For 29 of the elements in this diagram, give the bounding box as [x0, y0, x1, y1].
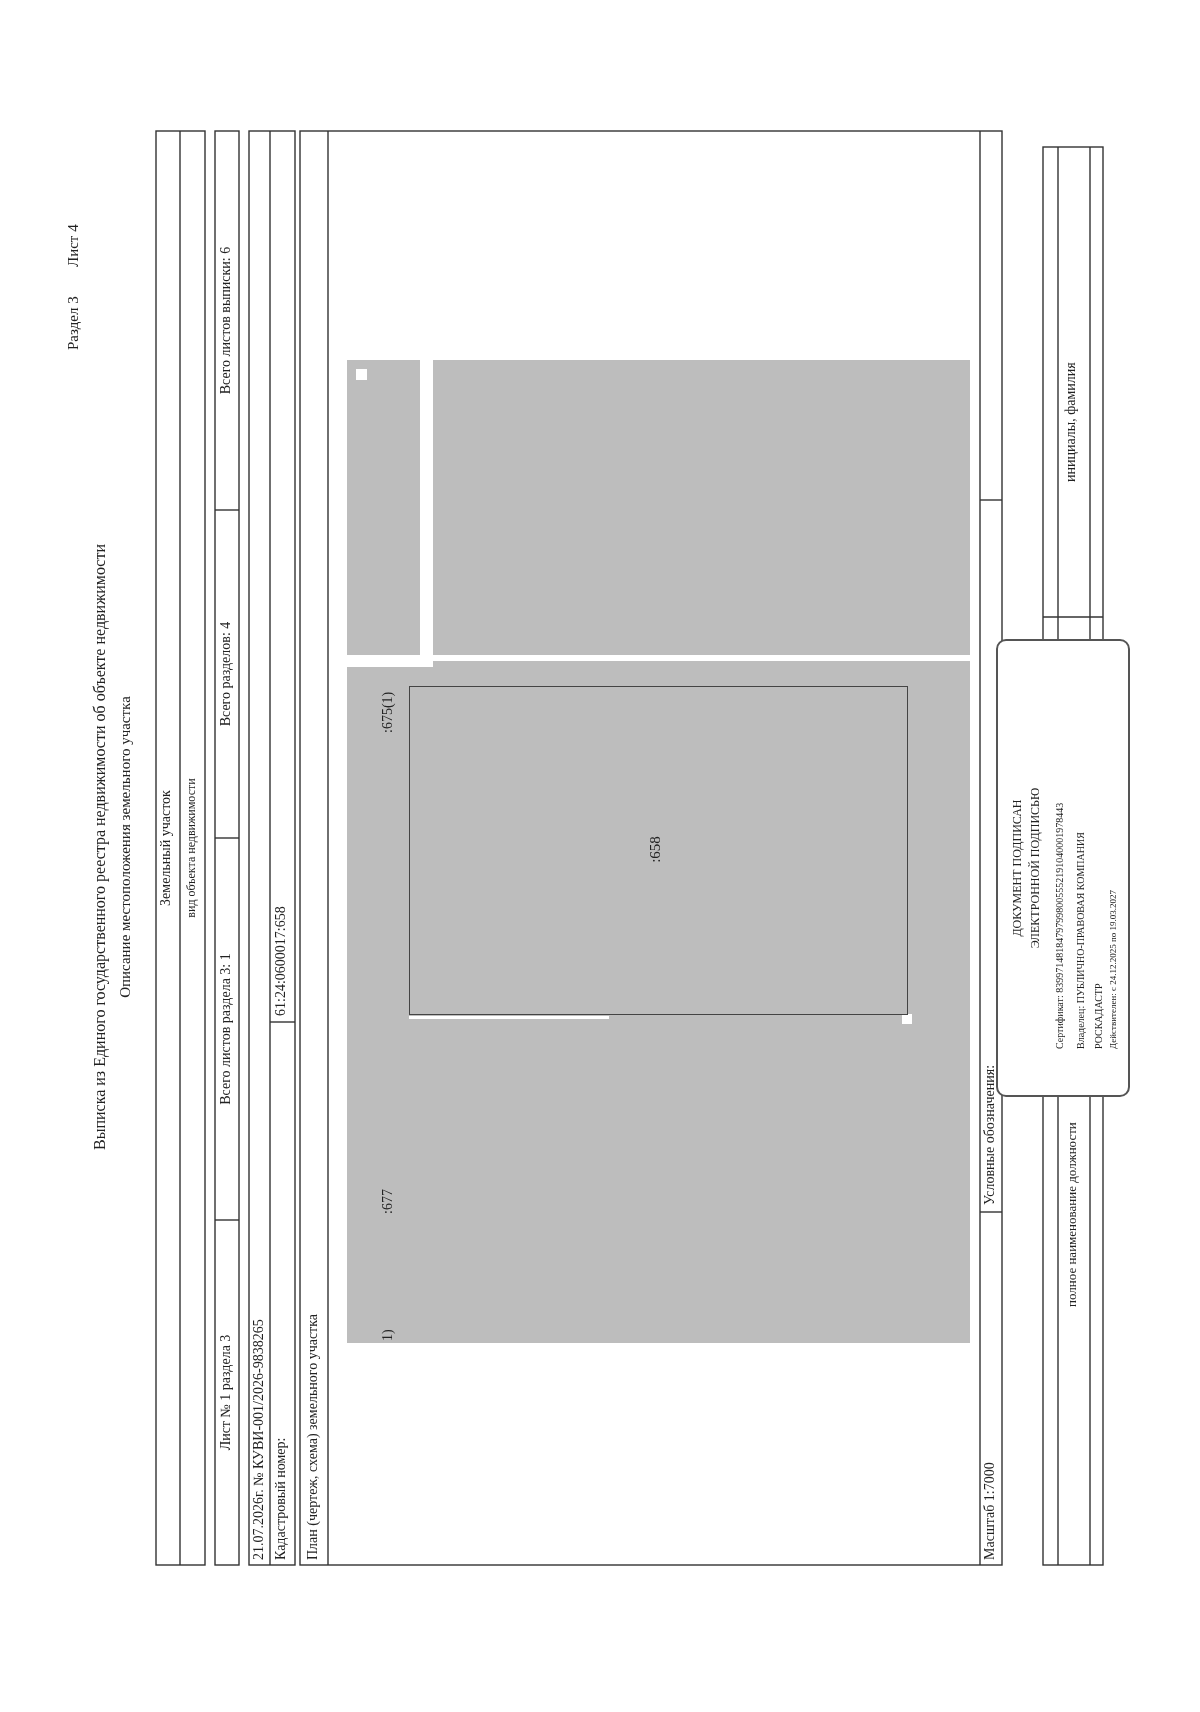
cadastral-number: 61:24:0600017:658 [273, 906, 289, 1016]
field-caption: инициалы, фамилия [1063, 362, 1079, 482]
document-title: Выписка из Единого государственного реестра недвижимости об объекте недвижимости [90, 543, 110, 1152]
scale-text: Масштаб 1:7000 [982, 1462, 998, 1560]
parcel-label: :677 [380, 1189, 396, 1214]
parcel-label: :675(1) [380, 691, 396, 733]
field-caption: Кадастровый номер: [273, 1437, 289, 1560]
legend-heading: Условные обозначения: [982, 1064, 998, 1205]
certificate-number: Сертификат: 83997148184797998005552191040001978443 [1054, 801, 1066, 1049]
certificate-owner: Владелец: ПУБЛИЧНО-ПРАВОВАЯ КОМПАНИЯ РОСКАДАСТР [1074, 831, 1105, 1049]
subtitle: Описание местоположения земельного участка [116, 695, 134, 1000]
field-caption: полное наименование должности [1064, 1122, 1080, 1307]
signature-stamp [996, 639, 1130, 1097]
validity-period: Действителен: с 24.12.2025 по 19.03.2027 [1108, 888, 1119, 1049]
section-heading: План (чертеж, схема) земельного участка [305, 1313, 321, 1560]
sheet-info: Всего листов раздела 3: 1 [218, 952, 234, 1107]
sheet-info: Всего разделов: 4 [218, 620, 234, 729]
sheet-info: Всего листов выписки: 6 [218, 245, 234, 397]
section-number: Раздел 3 [64, 296, 82, 350]
parcel-number: :658 [646, 835, 664, 865]
sheet-number: Лист 4 [64, 224, 82, 267]
land-parcel [409, 686, 908, 1015]
stamp-heading: ЭЛЕКТРОННОЙ ПОДПИСЬЮ [1028, 786, 1043, 951]
object-type: Земельный участок [158, 789, 174, 908]
sheet-info: Лист № 1 раздела 3 [218, 1333, 234, 1453]
extract-number: 21.07.2026г. № КУВИ-001/2026-9838265 [251, 1319, 267, 1560]
parcel-label: 1) [380, 1329, 396, 1341]
stamp-heading: ДОКУМЕНТ ПОДПИСАН [1010, 798, 1025, 939]
field-caption: вид объекта недвижимости [184, 777, 199, 920]
